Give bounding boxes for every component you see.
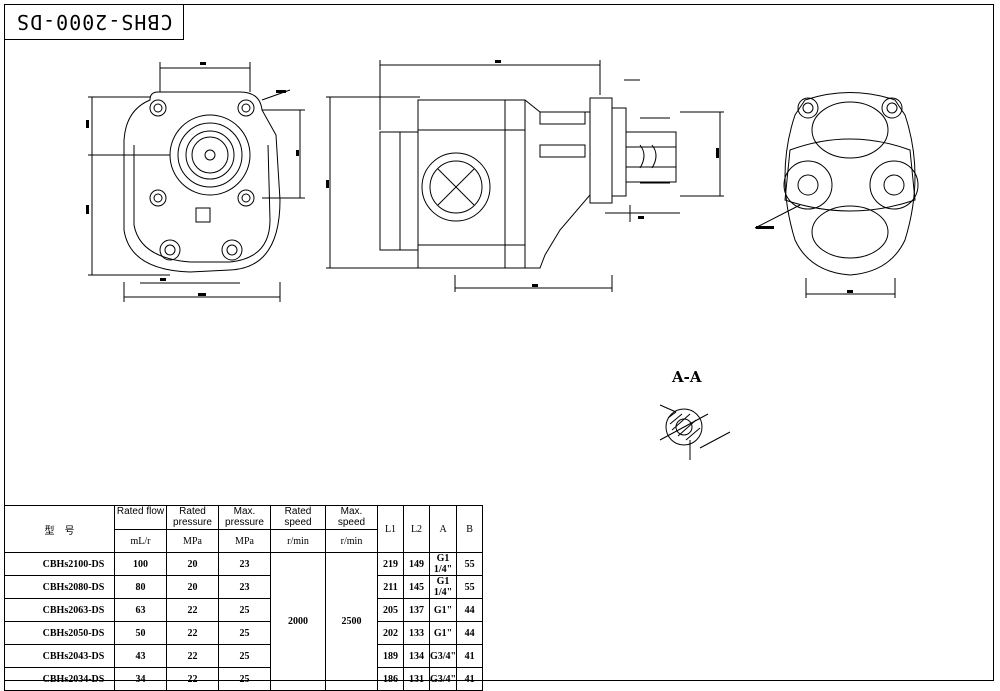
unit-rated-speed: r/min [270,529,326,553]
table-row: CBHs2100-DS 100 20 23 2000 2500 219 149 … [4,552,484,691]
flow-cell: 50 [114,621,167,645]
rear-view [754,92,919,298]
header-max-pressure: Max. pressure [218,505,271,530]
header-rated-speed: Rated speed [270,505,326,530]
l2-cell: 134 [403,644,430,668]
drawing-frame [4,4,994,681]
max-pressure-cell: 25 [218,598,271,622]
unit-rated-flow: mL/r [114,529,167,553]
max-pressure-cell: 25 [218,644,271,668]
rated-pressure-cell: 20 [166,575,219,599]
unit-max-pressure: MPa [218,529,271,553]
l1-cell: 205 [377,598,404,622]
rated-pressure-cell: 22 [166,667,219,691]
header-rated-pressure: Rated pressure [166,505,219,530]
flow-cell: 34 [114,667,167,691]
table-row: CBHs2080-DS 80 20 23 211 145 G1 1/4" 55 [4,575,484,599]
rated-pressure-cell: 22 [166,621,219,645]
l1-cell: 186 [377,667,404,691]
model-cell: CBHs2063-DS [4,598,115,622]
max-speed-cell: 2500 [325,552,378,691]
model-cell: CBHs2080-DS [4,575,115,599]
table-row: CBHs2043-DS 43 22 25 189 134 G3/4" 41 [4,644,484,668]
l2-cell: 145 [403,575,430,599]
b-cell: 55 [456,575,484,599]
model-cell: CBHs2034-DS [4,667,115,691]
rated-speed-cell: 2000 [270,552,326,691]
l2-cell: 133 [403,621,430,645]
rated-pressure-cell: 22 [166,644,219,668]
max-pressure-cell: 23 [218,575,271,599]
unit-rated-pressure: MPa [166,529,219,553]
model-cell: CBHs2050-DS [4,621,115,645]
b-cell: 44 [456,598,484,622]
a-cell: G3/4" [428,644,458,668]
a-cell: G1 1/4" [428,552,458,576]
l1-cell: 189 [377,644,404,668]
a-cell: G1 1/4" [428,575,458,599]
spec-table: 型 号 Rated flow Rated pressure Max. press… [4,505,484,691]
unit-max-speed: r/min [325,529,378,553]
max-pressure-cell: 25 [218,621,271,645]
section-label: A-A [672,368,702,386]
header-l1: L1 [377,505,404,553]
l2-cell: 149 [403,552,430,576]
model-cell: CBHs2043-DS [4,644,115,668]
flow-cell: 80 [114,575,167,599]
flow-cell: 43 [114,644,167,668]
b-cell: 41 [456,667,484,691]
a-cell: G1" [428,621,458,645]
b-cell: 41 [456,644,484,668]
l2-cell: 131 [403,667,430,691]
model-cell: CBHs2100-DS [4,552,115,576]
max-pressure-cell: 23 [218,552,271,576]
header-a: A [428,505,458,553]
a-cell: G1" [428,598,458,622]
l1-cell: 211 [377,575,404,599]
side-view [326,60,724,292]
header-model: 型 号 [4,505,115,553]
flow-cell: 100 [114,552,167,576]
rated-pressure-cell: 22 [166,598,219,622]
front-view [88,62,305,302]
table-row: CBHs2050-DS 50 22 25 202 133 G1" 44 [4,621,484,645]
l1-cell: 219 [377,552,404,576]
l2-cell: 137 [403,598,430,622]
table-row: CBHs2034-DS 34 22 25 186 131 G3/4" 41 [4,667,484,691]
table-row: CBHs2063-DS 63 22 25 205 137 G1" 44 [4,598,484,622]
a-cell: G3/4" [428,667,458,691]
header-b: B [456,505,484,553]
max-pressure-cell: 25 [218,667,271,691]
section-view-a-a [659,404,731,460]
flow-cell: 63 [114,598,167,622]
l1-cell: 202 [377,621,404,645]
header-l2: L2 [403,505,430,553]
b-cell: 55 [456,552,484,576]
rated-pressure-cell: 20 [166,552,219,576]
header-max-speed: Max. speed [325,505,378,530]
b-cell: 44 [456,621,484,645]
title-block: CBHS-2000-DS [4,4,184,40]
header-rated-flow: Rated flow [114,505,167,530]
